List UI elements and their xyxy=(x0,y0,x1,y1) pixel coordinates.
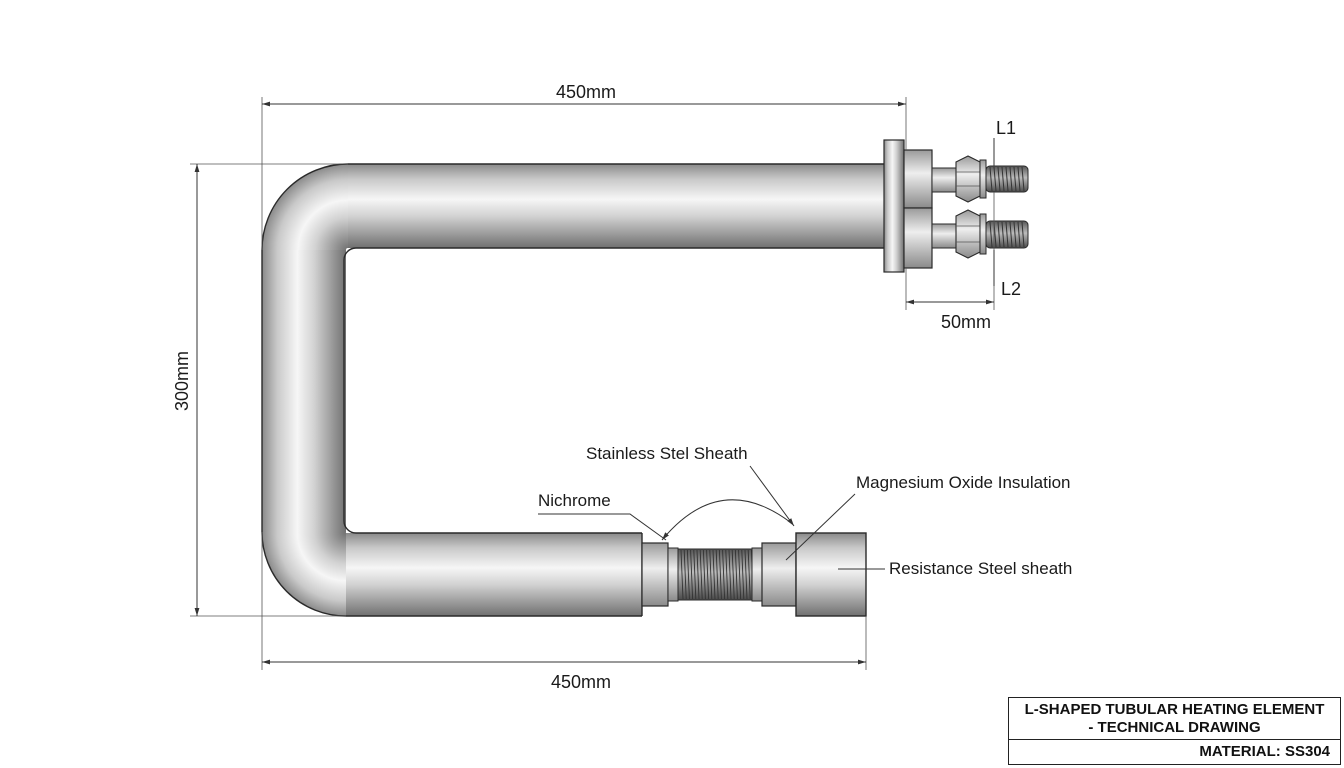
resistance-steel-sheath xyxy=(795,532,867,617)
dim-height: 300mm xyxy=(172,351,192,411)
cutaway-section xyxy=(641,532,867,617)
drawing-material: MATERIAL: SS304 xyxy=(1199,743,1330,760)
bottom-left-bend xyxy=(262,532,346,616)
label-resistance-sheath: Resistance Steel sheath xyxy=(889,559,1072,578)
tubular-element xyxy=(261,163,886,617)
bottom-pipe-section xyxy=(346,533,642,616)
title-block: L-SHAPED TUBULAR HEATING ELEMENT - TECHN… xyxy=(1008,697,1341,765)
top-left-bend xyxy=(262,164,348,250)
sheath-ring-right xyxy=(761,542,797,607)
terminal-l1 xyxy=(931,155,1029,203)
dim-terminal-length: 50mm xyxy=(941,312,991,332)
label-magnesium-oxide: Magnesium Oxide Insulation xyxy=(856,473,1071,492)
dim-top-length: 450mm xyxy=(556,82,616,102)
drawing-title: L-SHAPED TUBULAR HEATING ELEMENT - TECHN… xyxy=(1009,698,1340,740)
flange-collar-upper xyxy=(903,149,933,209)
dim-bottom-length: 450mm xyxy=(551,672,611,692)
dimension-top: 450mm xyxy=(261,82,907,250)
label-stainless-sheath: Stainless Stel Sheath xyxy=(586,444,748,463)
label-l1: L1 xyxy=(996,118,1016,138)
label-nichrome: Nichrome xyxy=(538,491,611,510)
vertical-pipe-section xyxy=(262,250,346,532)
terminal-labels: L1 L2 xyxy=(993,118,1021,299)
flange-collar-lower xyxy=(903,207,933,269)
label-l2: L2 xyxy=(1001,279,1021,299)
sheath-ring-left xyxy=(641,542,669,607)
top-pipe-section xyxy=(348,164,886,248)
dimension-height: 300mm xyxy=(172,163,348,617)
mounting-flange xyxy=(883,139,905,273)
dimension-bottom: 450mm xyxy=(261,532,867,692)
terminal-l2 xyxy=(931,209,1029,259)
component-callouts: Stainless Stel Sheath Nichrome Magnesium… xyxy=(538,444,1072,578)
terminal-assembly xyxy=(883,139,1029,273)
